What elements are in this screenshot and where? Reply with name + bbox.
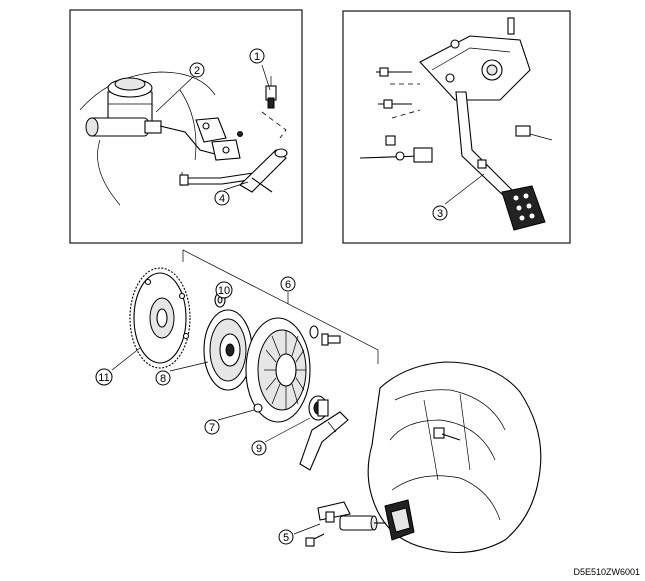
dust-boot bbox=[384, 499, 415, 541]
clutch-pedal-arm bbox=[455, 91, 513, 198]
callout-5: 5 bbox=[278, 529, 294, 545]
callout-label: 5 bbox=[283, 532, 289, 544]
inset-panel-master-cylinder bbox=[69, 9, 303, 244]
transmission-housing bbox=[367, 361, 542, 554]
callout-label: 8 bbox=[160, 373, 166, 385]
callout-11: 11 bbox=[95, 368, 113, 386]
figure-code: D5E510ZW6001 bbox=[573, 567, 640, 577]
callout-9: 9 bbox=[251, 440, 267, 456]
callout-label: 10 bbox=[218, 285, 230, 297]
callout-10: 10 bbox=[215, 281, 233, 299]
union-fitting bbox=[265, 76, 277, 109]
main-exploded-view bbox=[129, 249, 542, 554]
release-fork bbox=[299, 411, 349, 471]
callout-label: 4 bbox=[219, 193, 225, 205]
clutch-hose bbox=[239, 148, 288, 193]
callout-label: 9 bbox=[256, 443, 262, 455]
callout-label: 3 bbox=[437, 208, 443, 220]
pedal-hardware bbox=[359, 67, 553, 169]
callout-label: 7 bbox=[209, 422, 215, 434]
callout-label: 6 bbox=[285, 279, 291, 291]
callout-8: 8 bbox=[155, 370, 171, 386]
leader-lines bbox=[111, 64, 485, 535]
release-cylinder bbox=[305, 501, 386, 547]
pedal-pad bbox=[501, 185, 546, 231]
callout-label: 2 bbox=[194, 65, 200, 77]
inset-panel-pedal bbox=[342, 10, 571, 244]
callout-3: 3 bbox=[432, 205, 448, 221]
release-bearing bbox=[308, 395, 329, 421]
callout-4: 4 bbox=[214, 190, 230, 206]
clutch-cover bbox=[245, 317, 311, 423]
callout-6: 6 bbox=[280, 276, 296, 292]
cover-bolt bbox=[309, 325, 341, 346]
callout-1: 1 bbox=[249, 48, 265, 64]
master-cylinder-body bbox=[85, 117, 162, 137]
pedal-bracket bbox=[419, 17, 531, 101]
assembly-bracket-line bbox=[182, 249, 379, 364]
pipe-bracket bbox=[195, 117, 243, 161]
callout-2: 2 bbox=[189, 62, 205, 78]
flywheel bbox=[129, 267, 191, 369]
callout-label: 11 bbox=[98, 372, 109, 384]
callout-7: 7 bbox=[204, 419, 220, 435]
clutch-disc bbox=[203, 309, 253, 391]
callout-label: 1 bbox=[254, 51, 260, 63]
